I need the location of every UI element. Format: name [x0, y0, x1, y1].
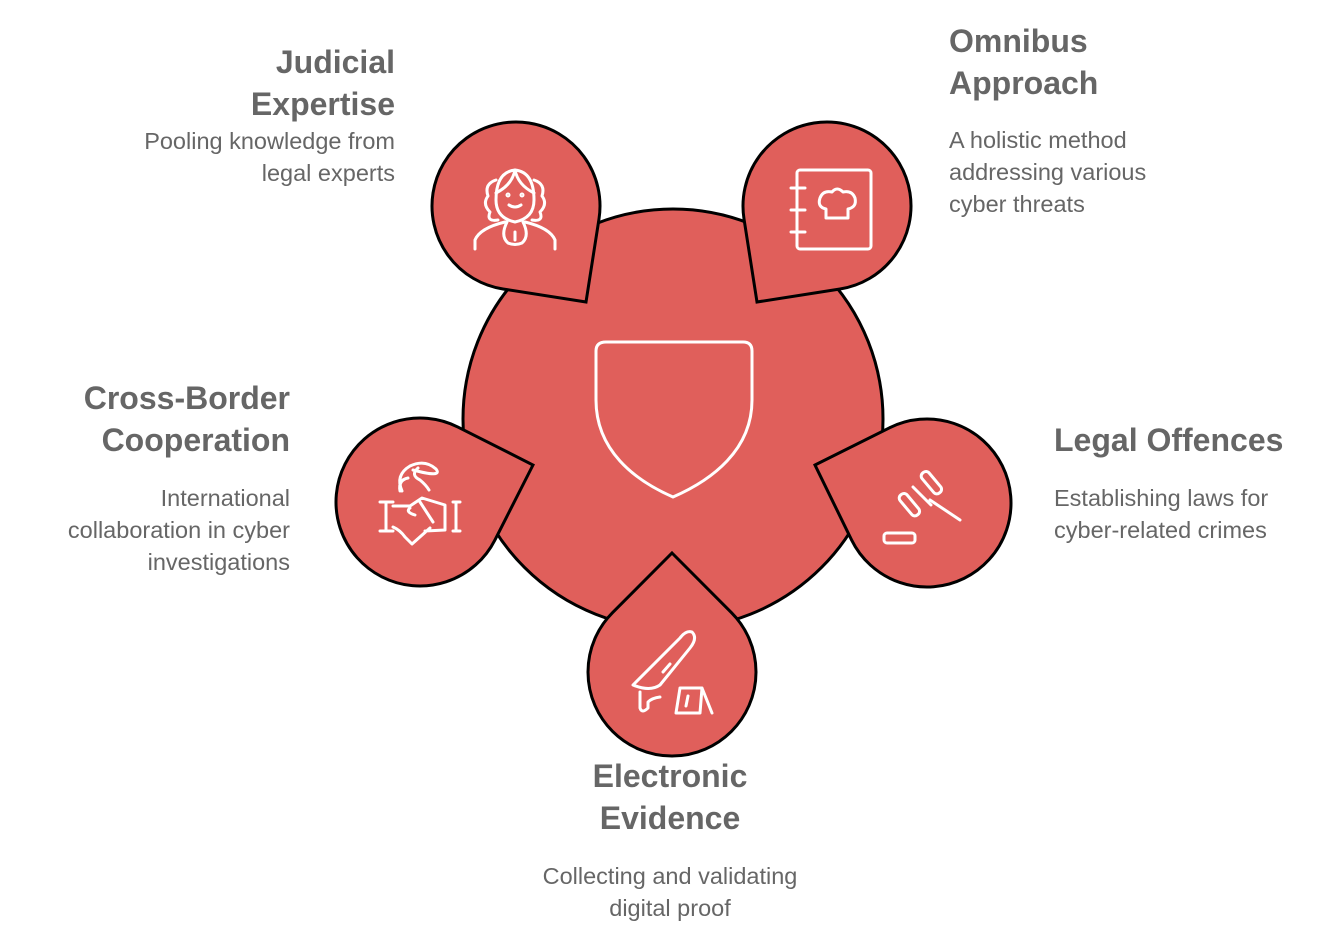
gavel-icon — [882, 469, 962, 545]
item-omnibus-approach: Omnibus Approach A holistic method addre… — [949, 20, 1146, 220]
recipe-book-icon — [789, 168, 873, 251]
item-title: Legal Offences — [1054, 422, 1284, 458]
judge-icon — [473, 168, 557, 251]
item-description: Pooling knowledge from legal experts — [144, 128, 395, 186]
item-description: Establishing laws for cyber-related crim… — [1054, 485, 1269, 543]
global-handshake-icon — [378, 461, 462, 546]
item-title: Judicial Expertise — [250, 44, 395, 122]
item-title: Omnibus Approach — [949, 23, 1099, 101]
item-judicial-expertise: Judicial Expertise Pooling knowledge fro… — [144, 41, 395, 189]
item-title: Electronic Evidence — [592, 758, 748, 836]
item-electronic-evidence: Electronic Evidence Collecting and valid… — [470, 755, 870, 924]
item-legal-offences: Legal Offences Establishing laws for cyb… — [1054, 419, 1283, 546]
item-description: Collecting and validating digital proof — [542, 863, 798, 921]
item-title: Cross-Border Cooperation — [83, 380, 290, 458]
teardrop-5 — [586, 550, 758, 758]
item-description: A holistic method addressing various cyb… — [949, 127, 1147, 217]
item-description: International collaboration in cyber inv… — [67, 485, 290, 575]
teardrop-1 — [430, 120, 602, 304]
crime-evidence-icon — [631, 630, 714, 715]
item-cross-border-cooperation: Cross-Border Cooperation International c… — [68, 377, 290, 578]
shield-icon — [594, 340, 754, 499]
